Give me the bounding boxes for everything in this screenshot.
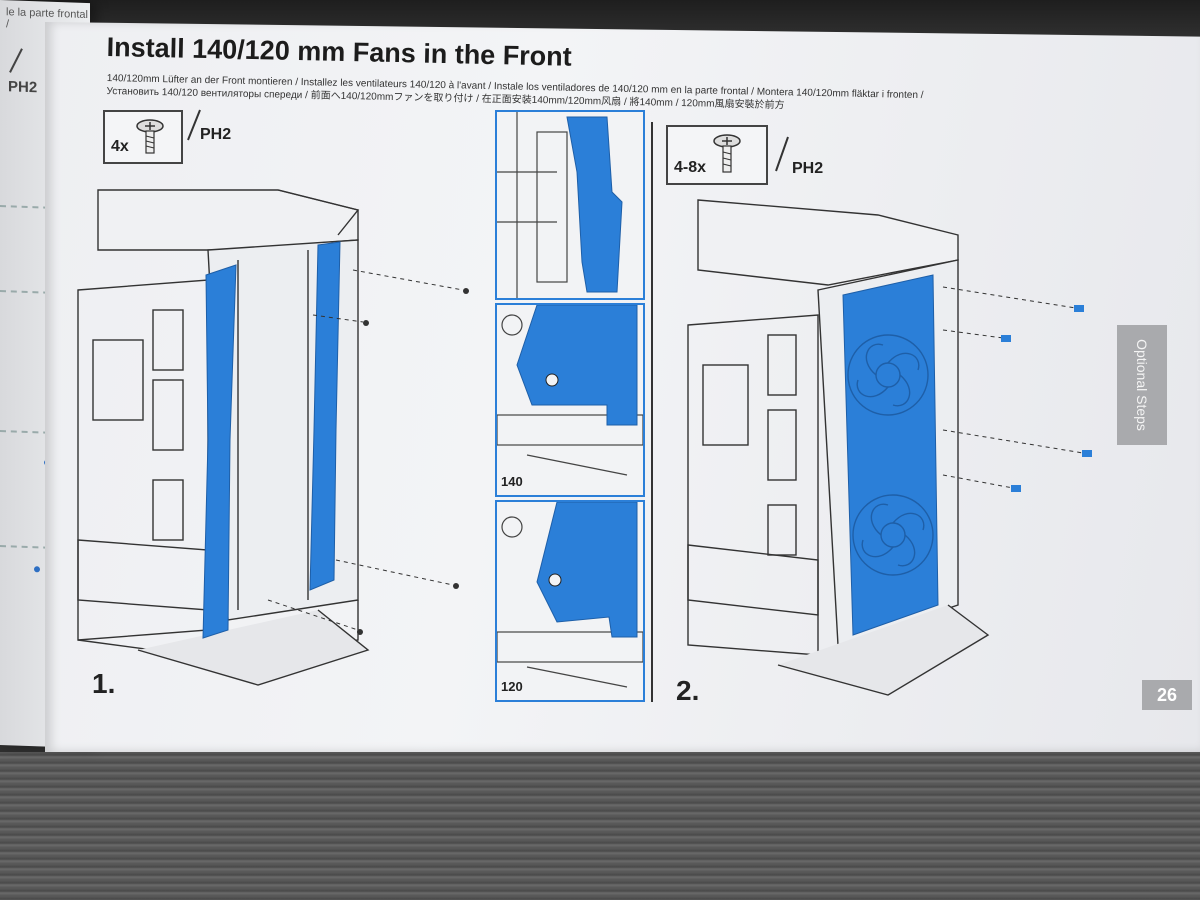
detail-label-120: 120 <box>501 679 523 694</box>
screwdriver-icon <box>9 48 23 73</box>
left-page-bolt <box>34 566 40 573</box>
screwdriver-icon <box>775 136 789 172</box>
step1-screw-qty: 4x <box>111 138 129 155</box>
step2-number: 2. <box>676 675 700 706</box>
detail-panel-120: 120 <box>495 500 645 702</box>
step2-case-illustration <box>687 199 1092 696</box>
step1-number: 1. <box>92 668 116 699</box>
screw-icon <box>136 119 164 154</box>
detail-120-illustration <box>497 502 643 688</box>
screwdriver-icon <box>187 109 201 141</box>
step1-tool: PH2 <box>200 126 232 143</box>
detail-140-illustration <box>497 305 643 476</box>
detail-top-illustration <box>497 112 623 298</box>
detail-panel-top <box>495 110 645 300</box>
step-divider <box>651 122 653 702</box>
step2-screw-box: 4-8x <box>666 125 768 185</box>
step2-tool: PH2 <box>792 160 824 177</box>
left-page: le la parte frontal / PH2 <box>0 0 90 749</box>
left-page-tool: PH2 <box>8 78 38 97</box>
step1-case-illustration <box>77 189 469 686</box>
wooden-desk <box>0 752 1200 900</box>
step1-screw-box: 4x <box>103 110 183 164</box>
screw-icon <box>713 134 741 173</box>
detail-label-140: 140 <box>501 474 523 489</box>
section-tab: Optional Steps <box>1117 325 1167 445</box>
detail-panel-140: 140 <box>495 303 645 497</box>
page-number: 26 <box>1142 680 1192 710</box>
section-tab-label: Optional Steps <box>1134 339 1150 431</box>
step2-screw-qty: 4-8x <box>674 159 707 176</box>
